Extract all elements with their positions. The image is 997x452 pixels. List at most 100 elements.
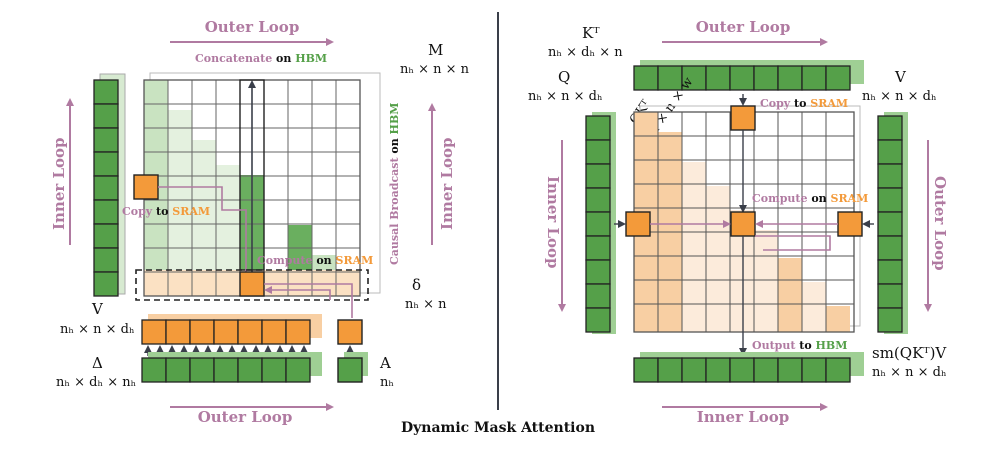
right-outer-loop-right: Outer Loop: [931, 176, 949, 271]
q-cell: [585, 163, 611, 189]
right-inner-loop-bottom: Inner Loop: [697, 408, 790, 426]
delta-green-cell: [237, 357, 263, 383]
delta-green-cell: [165, 357, 191, 383]
output-cell: [777, 357, 803, 383]
output-cell: [633, 357, 659, 383]
q-label: Q: [558, 68, 570, 86]
left-copy-caption: Copy to SRAM: [122, 205, 210, 218]
right-inner-loop-left: Inner Loop: [544, 176, 562, 269]
v-orange-cell: [285, 319, 311, 345]
copy-block: [133, 174, 159, 200]
delta-small-dims: nₕ × n: [405, 297, 447, 312]
right-copy-caption: Copy to SRAM: [760, 97, 848, 110]
v-cell: [93, 103, 119, 129]
m-label: M: [428, 41, 443, 59]
right-v-cell: [877, 139, 903, 165]
left-panel: Outer Loop Concatenate on HBM M nₕ × n ×…: [50, 18, 470, 426]
q-green-column: [585, 112, 616, 334]
right-panel: Outer Loop Kᵀ nₕ × dₕ × n Q nₕ × n × dₕ …: [528, 18, 949, 426]
right-v-label: V: [894, 68, 907, 86]
delta-green-cell: [261, 357, 287, 383]
q-cell: [585, 259, 611, 285]
output-cell: [825, 357, 851, 383]
q-cell: [585, 139, 611, 165]
v-orange-row: [141, 314, 322, 345]
v-orange-cell: [141, 319, 167, 345]
v-cell: [93, 175, 119, 201]
right-v-cell: [877, 187, 903, 213]
left-inner-loop-right: Inner Loop: [438, 137, 456, 230]
delta-row-outline: [135, 269, 369, 301]
output-cell: [729, 357, 755, 383]
left-outer-loop-top: Outer Loop: [205, 18, 300, 36]
delta-green-cell: [141, 357, 167, 383]
q-dims: nₕ × n × dₕ: [528, 89, 603, 104]
right-v-cell: [877, 235, 903, 261]
right-v-cell: [877, 115, 903, 141]
right-compute-caption: Compute on SRAM: [752, 192, 868, 205]
left-outer-loop-bottom: Outer Loop: [198, 408, 293, 426]
kt-label: Kᵀ: [582, 24, 600, 42]
v-cell: [93, 223, 119, 249]
v-orange-cell: [213, 319, 239, 345]
right-v-green-column: [877, 112, 908, 334]
v-cell: [93, 151, 119, 177]
kt-cell: [729, 65, 755, 91]
kt-dims: nₕ × dₕ × n: [548, 45, 623, 60]
left-v-dims: nₕ × n × dₕ: [60, 322, 135, 337]
m-dims: nₕ × n × n: [400, 62, 470, 77]
q-cell: [585, 211, 611, 237]
output-cell: [681, 357, 707, 383]
kt-green-row: [633, 60, 864, 91]
right-v-cell: [877, 163, 903, 189]
v-orange-cell: [189, 319, 215, 345]
a-dims: nₕ: [380, 375, 394, 390]
output-label: sm(QKᵀ)V: [872, 344, 947, 362]
output-green-row: [633, 352, 864, 383]
left-inner-loop-left: Inner Loop: [50, 137, 68, 230]
concat-caption: Concatenate on HBM: [195, 52, 327, 65]
v-cell: [93, 199, 119, 225]
right-v-cell: [877, 307, 903, 333]
output-cell: [753, 357, 779, 383]
a-label: A: [379, 354, 391, 372]
q-cell: [585, 307, 611, 333]
right-v-cell: [877, 283, 903, 309]
v-orange-cell: [237, 319, 263, 345]
q-cell: [585, 235, 611, 261]
m-matrix: [143, 72, 381, 297]
delta-green-row: [141, 352, 368, 383]
v-cell: [93, 247, 119, 273]
delta-green-cell: [285, 357, 311, 383]
q-cell: [585, 283, 611, 309]
causal-broadcast-caption: Causal Broadcast on HBM: [388, 103, 401, 265]
v-cell: [93, 271, 119, 297]
output-dims: nₕ × n × dₕ: [872, 365, 947, 380]
right-compute-block: [730, 211, 756, 237]
output-cell: [801, 357, 827, 383]
left-v-label: V: [91, 300, 104, 318]
kt-cell: [825, 65, 851, 91]
kt-cell: [633, 65, 659, 91]
delta-green-cell: [213, 357, 239, 383]
output-cell: [657, 357, 683, 383]
kt-cell: [801, 65, 827, 91]
right-v-cell: [877, 259, 903, 285]
v-orange-cell: [165, 319, 191, 345]
delta-small-label: δ: [412, 276, 421, 294]
right-v-cell: [877, 211, 903, 237]
q-cell: [585, 115, 611, 141]
kt-cell: [753, 65, 779, 91]
v-cell: [93, 79, 119, 105]
output-caption: Output to HBM: [752, 339, 847, 352]
big-delta-label: Δ: [92, 354, 103, 372]
delta-green-cell: [189, 357, 215, 383]
kt-cell: [705, 65, 731, 91]
left-v-column: [93, 73, 126, 297]
compute-block: [239, 271, 265, 297]
v-orange-cell: [261, 319, 287, 345]
output-cell: [705, 357, 731, 383]
v-cell: [93, 127, 119, 153]
figure-title: Dynamic Mask Attention: [401, 420, 595, 436]
